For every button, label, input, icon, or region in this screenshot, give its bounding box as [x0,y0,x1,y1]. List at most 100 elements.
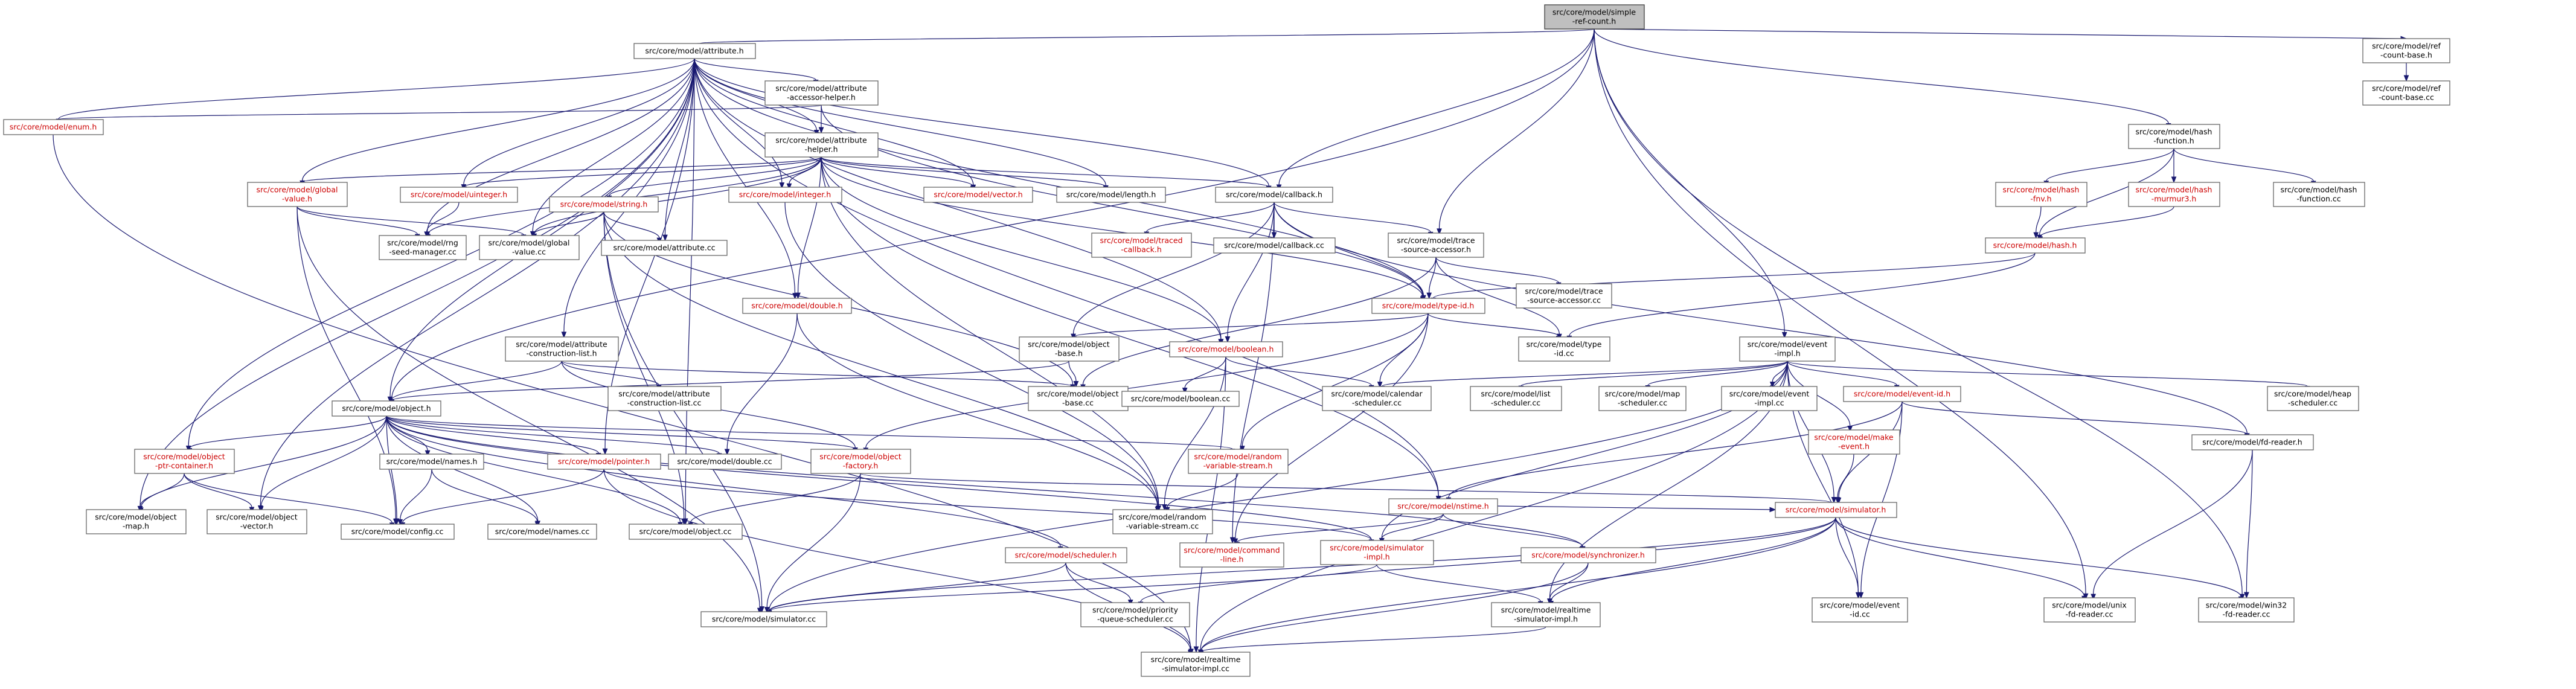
node-label: -scheduler.cc [1491,399,1540,408]
node-label: -impl.cc [1754,399,1784,408]
node-box [1320,540,1434,565]
node-label: src/core/model/type-id.h [1382,301,1475,310]
node-simulator-cc[interactable]: src/core/model/simulator.cc [700,611,827,627]
node-nstime-h[interactable]: src/core/model/nstime.h [1388,498,1498,514]
node-attr-accessor-helper-h[interactable]: src/core/model/attribute-accessor-helper… [764,80,879,106]
node-label: -function.h [2153,136,2194,146]
node-double-h[interactable]: src/core/model/double.h [742,298,852,314]
node-label: -fd-reader.cc [2066,610,2113,619]
node-callback-cc[interactable]: src/core/model/callback.cc [1213,237,1336,254]
node-type-id-cc[interactable]: src/core/model/type-id.cc [1518,336,1610,362]
node-attribute-cc[interactable]: src/core/model/attribute.cc [601,240,728,256]
node-synchronizer-h[interactable]: src/core/model/synchronizer.h [1520,547,1656,563]
node-global-value-h[interactable]: src/core/model/global-value.h [247,182,348,207]
node-realtime-simulator-impl-h[interactable]: src/core/model/realtime-simulator-impl.h [1491,602,1601,627]
node-hashfunction-h[interactable]: src/core/model/hash-function.h [2128,124,2220,149]
node-box [379,453,484,470]
node-boolean-h[interactable]: src/core/model/boolean.h [1169,341,1283,357]
node-attr-helper-h[interactable]: src/core/model/attribute-helper.h [764,132,879,158]
node-object-cc[interactable]: src/core/model/object.cc [629,524,743,540]
node-map-scheduler-cc[interactable]: src/core/model/map-scheduler.cc [1598,386,1687,411]
node-label: src/core/model/simulator [1330,543,1424,553]
node-label: src/core/model/realtime [1501,606,1591,615]
node-label: src/core/model/global [488,239,569,248]
node-scheduler-h[interactable]: src/core/model/scheduler.h [1005,547,1127,563]
node-event-impl-cc[interactable]: src/core/model/event-impl.cc [1721,386,1818,411]
node-label: src/core/model/priority [1092,606,1179,615]
node-hash-murmur3-h[interactable]: src/core/model/hash-murmur3.h [2128,182,2220,207]
node-config-cc[interactable]: src/core/model/config.cc [341,524,455,540]
node-enum-h[interactable]: src/core/model/enum.h [3,119,104,135]
node-hash-h[interactable]: src/core/model/hash.h [1985,237,2086,254]
node-list-scheduler-cc[interactable]: src/core/model/list-scheduler.cc [1470,386,1562,411]
node-type-id-h[interactable]: src/core/model/type-id.h [1371,298,1485,314]
node-label: src/core/model/map [1605,389,1680,399]
node-refcountbase-cc[interactable]: src/core/model/ref-count-base.cc [2362,80,2450,106]
node-box [1388,232,1484,258]
node-heap-scheduler-cc[interactable]: src/core/model/heap-scheduler.cc [2267,386,2359,411]
node-attr-construction-list-cc[interactable]: src/core/model/attribute-construction-li… [607,386,722,411]
edge-attribute-h-to-object-map-h [137,58,695,513]
node-length-h[interactable]: src/core/model/length.h [1056,187,1166,203]
node-fd-reader-h[interactable]: src/core/model/fd-reader.h [2191,434,2314,450]
node-random-variable-stream-h[interactable]: src/core/model/random-variable-stream.h [1188,449,1289,474]
node-rng-seed-manager-cc[interactable]: src/core/model/rng-seed-manager.cc [379,235,467,260]
node-object-base-h[interactable]: src/core/model/object-base.h [1019,336,1120,362]
node-box [1775,502,1897,518]
node-box [332,400,441,417]
node-label: src/core/model/object [1037,389,1118,399]
node-attribute-h[interactable]: src/core/model/attribute.h [633,43,756,59]
edge-object-base-h-to-object-base-cc [1068,361,1079,388]
node-unix-fd-reader-cc[interactable]: src/core/model/unix-fd-reader.cc [2043,597,2136,623]
node-string-h[interactable]: src/core/model/string.h [549,196,659,213]
node-label: -callback.h [1121,245,1162,254]
node-realtime-simulator-impl-cc[interactable]: src/core/model/realtime-simulator-impl.c… [1141,652,1251,677]
node-names-h[interactable]: src/core/model/names.h [379,453,484,470]
node-event-id-cc[interactable]: src/core/model/event-id.cc [1812,597,1908,623]
node-label: -simulator-impl.h [1514,615,1578,624]
node-label: -vector.h [240,522,274,531]
node-label: src/core/model/double.h [751,301,842,310]
node-hash-fnv-h[interactable]: src/core/model/hash-fnv.h [1995,182,2087,207]
node-attr-construction-list-h[interactable]: src/core/model/attribute-construction-li… [505,336,619,362]
node-root[interactable]: src/core/model/simple-ref-count.h [1544,4,1645,30]
node-hash-function-cc[interactable]: src/core/model/hash-function.cc [2273,182,2365,207]
node-object-map-h[interactable]: src/core/model/object-map.h [86,509,187,534]
node-label: src/core/model/calendar [1331,389,1423,399]
node-label: src/core/model/hash [2136,185,2212,194]
node-object-ptr-container-h[interactable]: src/core/model/object-ptr-container.h [134,449,235,474]
node-object-vector-h[interactable]: src/core/model/object-vector.h [207,509,307,534]
node-simulator-impl-h[interactable]: src/core/model/simulator-impl.h [1320,540,1434,565]
node-label: src/core/model/random [1194,452,1281,461]
node-trace-source-accessor-cc[interactable]: src/core/model/trace-source-accessor.cc [1516,283,1612,309]
node-event-id-h[interactable]: src/core/model/event-id.h [1843,386,1961,402]
node-box [1520,547,1656,563]
node-make-event-h[interactable]: src/core/model/make-event.h [1808,429,1900,455]
node-callback-h[interactable]: src/core/model/callback.h [1215,187,1333,203]
node-double-cc[interactable]: src/core/model/double.cc [668,453,782,470]
node-traced-callback-h[interactable]: src/core/model/traced-callback.h [1091,232,1192,258]
node-random-variable-stream-cc[interactable]: src/core/model/random-variable-stream.cc [1112,509,1213,534]
node-win32-fd-reader-cc[interactable]: src/core/model/win32-fd-reader.cc [2198,597,2295,623]
node-calendar-scheduler-cc[interactable]: src/core/model/calendar-scheduler.cc [1322,386,1432,411]
node-object-factory-h[interactable]: src/core/model/object-factory.h [810,449,911,474]
node-simulator-h[interactable]: src/core/model/simulator.h [1775,502,1897,518]
edge-nstime-h-to-simulator-h [1497,505,1777,513]
node-object-base-cc[interactable]: src/core/model/object-base.cc [1028,386,1129,411]
node-priority-queue-scheduler-cc[interactable]: src/core/model/priority-queue-scheduler.… [1080,602,1190,627]
node-vector-h[interactable]: src/core/model/vector.h [923,187,1033,203]
node-pointer-h[interactable]: src/core/model/pointer.h [547,453,661,470]
node-label: -line.h [1220,555,1244,564]
node-boolean-cc[interactable]: src/core/model/boolean.cc [1121,391,1240,407]
node-uinteger-h[interactable]: src/core/model/uinteger.h [400,187,518,203]
node-global-value-cc[interactable]: src/core/model/global-value.cc [479,235,580,260]
node-label: src/core/model/event-id.h [1854,389,1950,399]
node-names-cc[interactable]: src/core/model/names.cc [487,524,597,540]
node-integer-h[interactable]: src/core/model/integer.h [728,187,842,203]
node-event-impl-h[interactable]: src/core/model/event-impl.h [1739,336,1836,362]
node-object-h[interactable]: src/core/model/object.h [332,400,441,417]
node-trace-source-accessor-h[interactable]: src/core/model/trace-source-accessor.h [1388,232,1484,258]
node-command-line-h[interactable]: src/core/model/command-line.h [1179,542,1284,568]
node-refcountbase-h[interactable]: src/core/model/ref-count-base.h [2362,38,2450,63]
node-label: src/core/model/traced [1100,236,1182,245]
